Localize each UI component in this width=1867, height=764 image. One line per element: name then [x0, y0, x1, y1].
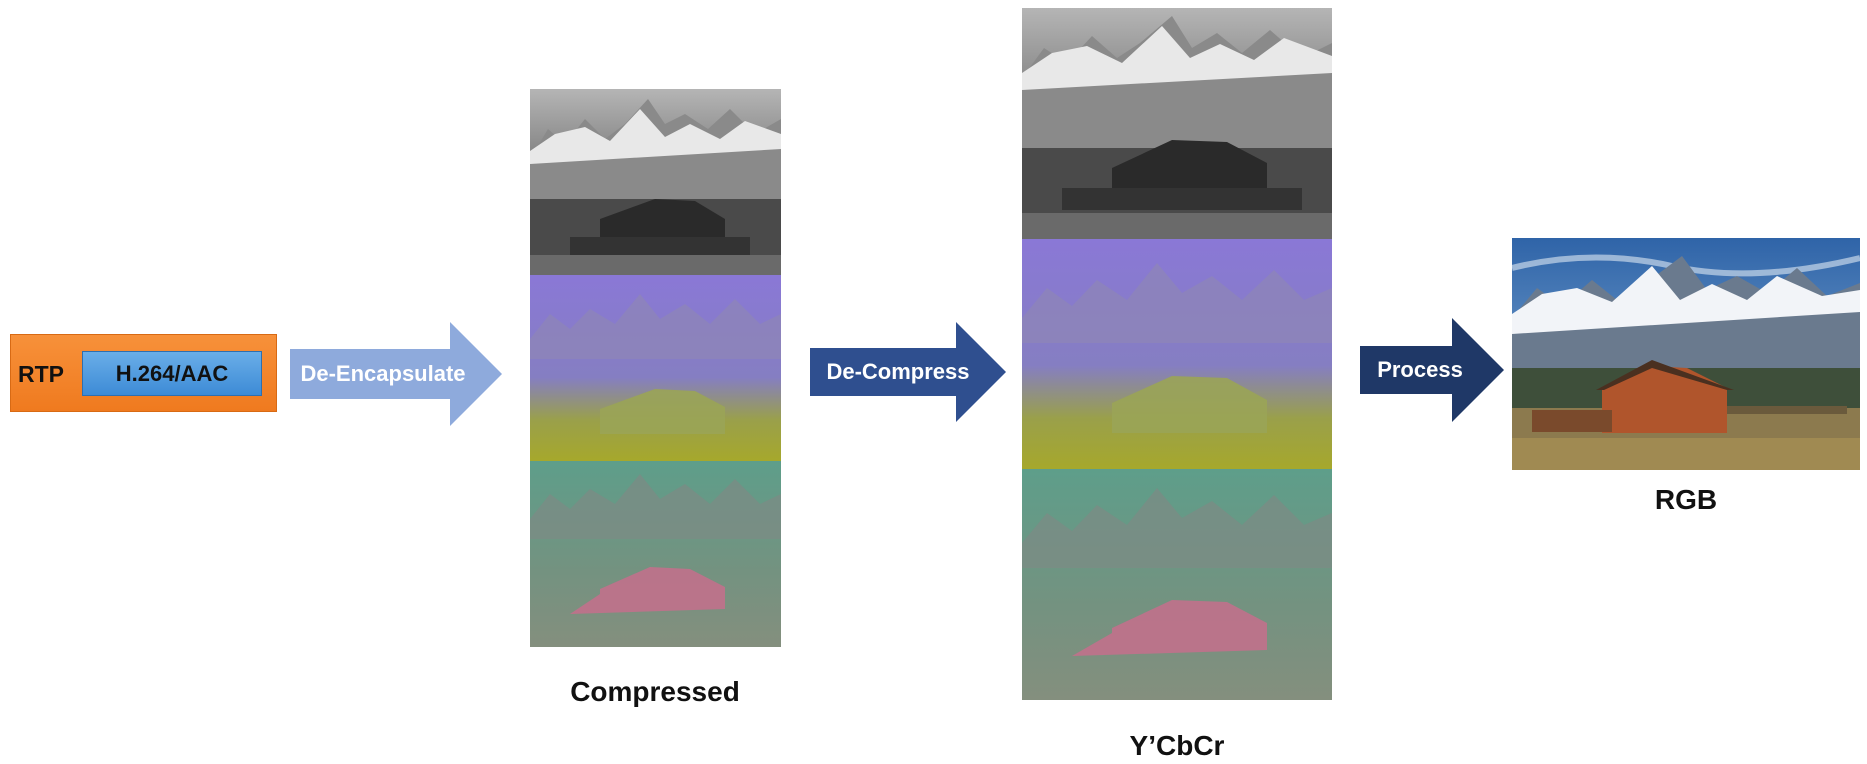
process-arrow: Process — [1360, 318, 1504, 422]
de-encapsulate-label: De-Encapsulate — [300, 361, 466, 386]
rtp-label: RTP — [18, 361, 64, 387]
process-label: Process — [1377, 357, 1463, 382]
ycbcr-caption: Y’CbCr — [1129, 730, 1225, 761]
de-encapsulate-arrow: De-Encapsulate — [290, 322, 502, 426]
payload-label: H.264/AAC — [82, 351, 262, 396]
rgb-image — [1512, 238, 1860, 470]
compressed-image — [530, 89, 781, 647]
compressed-caption: Compressed — [570, 676, 740, 707]
ycbcr-image — [1022, 8, 1332, 700]
de-compress-arrow: De-Compress — [810, 322, 1006, 422]
rgb-caption: RGB — [1654, 484, 1718, 515]
de-compress-label: De-Compress — [826, 359, 970, 384]
